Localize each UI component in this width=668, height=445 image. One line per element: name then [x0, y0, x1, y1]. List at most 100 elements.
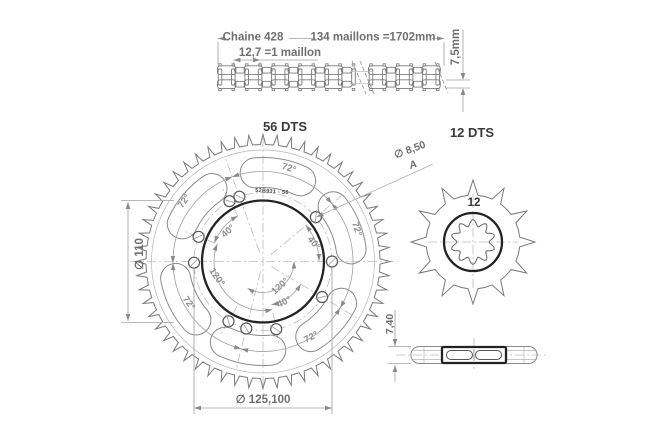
slot-angle-label-upper-right: 72° — [349, 221, 364, 238]
chain-pin-bottom — [338, 88, 342, 92]
slot-angle-dim-72-arrowhead — [241, 348, 249, 353]
chain-roller — [368, 68, 374, 86]
slot-angle-dim-72-arrowhead — [334, 307, 341, 316]
angle-dim-40-right-arrowhead — [305, 225, 312, 232]
chain-length-extlines — [217, 42, 445, 66]
chain-height-extlines — [446, 79, 470, 89]
bolt-hole-centermark — [270, 324, 283, 334]
dimension-arrows — [125, 36, 466, 411]
chain-pin-top — [422, 63, 427, 67]
chain-pitch-arrow-right — [253, 57, 260, 63]
bolt-hole-radial-line — [221, 187, 239, 217]
chain-pin-top — [338, 63, 342, 67]
chain-length-arrow-right — [437, 36, 444, 41]
slot-angle-dim-72 — [172, 263, 242, 350]
chain-pin-bottom — [422, 88, 427, 92]
angle-dim-40-bottom-arrowhead — [295, 284, 301, 292]
side-view-teeth-lines — [413, 347, 535, 363]
chain-plate-bottom — [385, 80, 397, 88]
chain-plate-bottom — [243, 79, 264, 90]
slot-angle-label-lower-left: 72° — [180, 294, 197, 312]
slot-angle-label-lower-right: 72° — [302, 329, 320, 346]
slot-angle-dim-72-arrowhead — [232, 172, 240, 177]
chain-length-label: 134 maillons =1702mm — [311, 32, 436, 44]
chain-plate-top — [314, 66, 326, 74]
bolt-circle-diameter-label: ∅ 125,100 — [236, 394, 291, 406]
angle-dim-120-left — [213, 243, 273, 311]
chain-break-marks — [351, 60, 449, 95]
bolt-hole-leader-arrow — [316, 212, 324, 217]
chain-roller — [337, 68, 343, 86]
chain-plate-bottom — [323, 79, 344, 90]
bore-arrow-top — [125, 202, 131, 209]
rear-sprocket-teeth — [134, 132, 392, 391]
chain-plate-bottom — [297, 79, 317, 90]
bolt-circle-extlines — [193, 268, 333, 414]
bolt-circle-arrow-right — [325, 405, 332, 411]
slot-angle-dim-72-arrowhead — [233, 344, 242, 350]
chain-pin-bottom — [258, 88, 262, 92]
pattern-angle-label-bottom-right: 120° — [269, 276, 291, 297]
chain-plate-bottom — [260, 80, 273, 88]
chain-pin-bottom — [382, 88, 387, 92]
angle-dim-120-bottom-right — [247, 261, 295, 293]
chain-pin-top — [435, 63, 440, 67]
chain-pin-top — [298, 63, 302, 67]
chain-roller — [382, 68, 387, 86]
pattern-angle-label-left: 120° — [206, 266, 226, 289]
front-sprocket-teeth-label: 12 — [468, 197, 481, 209]
bolt-hole-leader — [316, 163, 434, 218]
chain-pin-bottom — [231, 88, 235, 92]
chain-plate-bottom — [314, 80, 326, 88]
bolt-hole-centermark — [242, 322, 251, 335]
bolt-hole-radial-line — [220, 306, 238, 335]
side-view-slot-left — [446, 350, 473, 360]
chain-pin-bottom — [284, 88, 289, 92]
chain-roller — [311, 68, 316, 86]
chain-pitch-label: 12,7 =1 maillon — [239, 47, 321, 59]
chain-roller — [351, 68, 356, 86]
chain-roller — [408, 68, 414, 86]
thickness-extlines — [388, 346, 411, 364]
chain-plate-top — [411, 66, 424, 74]
chain-height-arrow-bottom — [460, 88, 466, 95]
chain-plate-top — [368, 65, 388, 76]
chain-pin-bottom — [435, 88, 440, 92]
angle-dim-120-bottom-right-arrowhead — [247, 288, 255, 294]
chain-pin-bottom — [271, 88, 276, 92]
chain-plate-top — [385, 66, 397, 74]
chain-plate-bottom — [411, 80, 424, 88]
bolt-hole-radial-line — [272, 312, 280, 345]
bolt-hole-centermark — [326, 256, 338, 267]
chain-roller — [257, 68, 263, 86]
chain-plate-top — [234, 66, 246, 74]
bore-diameter-label: ∅ 110 — [134, 238, 146, 270]
rear-sprocket-bore — [200, 199, 326, 324]
chain-pin-top — [271, 63, 276, 67]
chain-pitch-extlines — [232, 62, 261, 67]
chain-roller — [422, 68, 427, 86]
bolt-circle-arrow-left — [194, 405, 201, 411]
chain-roller — [231, 68, 236, 86]
chain-pin-top — [311, 63, 316, 67]
angle-dim-40-bottom-arrowhead — [271, 301, 279, 306]
chain-plate-top — [270, 65, 290, 76]
chain-pin-bottom — [351, 88, 356, 92]
chain-height-arrow-top — [460, 73, 466, 80]
chain-height-label: 7,5mm — [450, 29, 462, 65]
chain-pin-bottom — [311, 88, 316, 92]
chain-plate-top — [394, 65, 415, 76]
angle-dim-40-right-arrowhead — [316, 253, 322, 262]
bolt-hole-centermark — [188, 257, 200, 268]
chain-roller — [284, 68, 289, 86]
rear-sprocket-title: 56 DTS — [263, 119, 307, 134]
chain-plate-bottom — [234, 80, 246, 88]
chain-roller — [324, 68, 330, 86]
chain-pin-bottom — [395, 88, 400, 92]
dimension-annotations — [121, 30, 470, 414]
bolt-hole-centermark — [226, 314, 231, 329]
chain-plate-bottom — [217, 79, 237, 90]
chain-plate-bottom — [270, 79, 290, 90]
front-sprocket-pitch-circle — [442, 211, 504, 273]
slot-angle-dim-72 — [172, 176, 233, 264]
